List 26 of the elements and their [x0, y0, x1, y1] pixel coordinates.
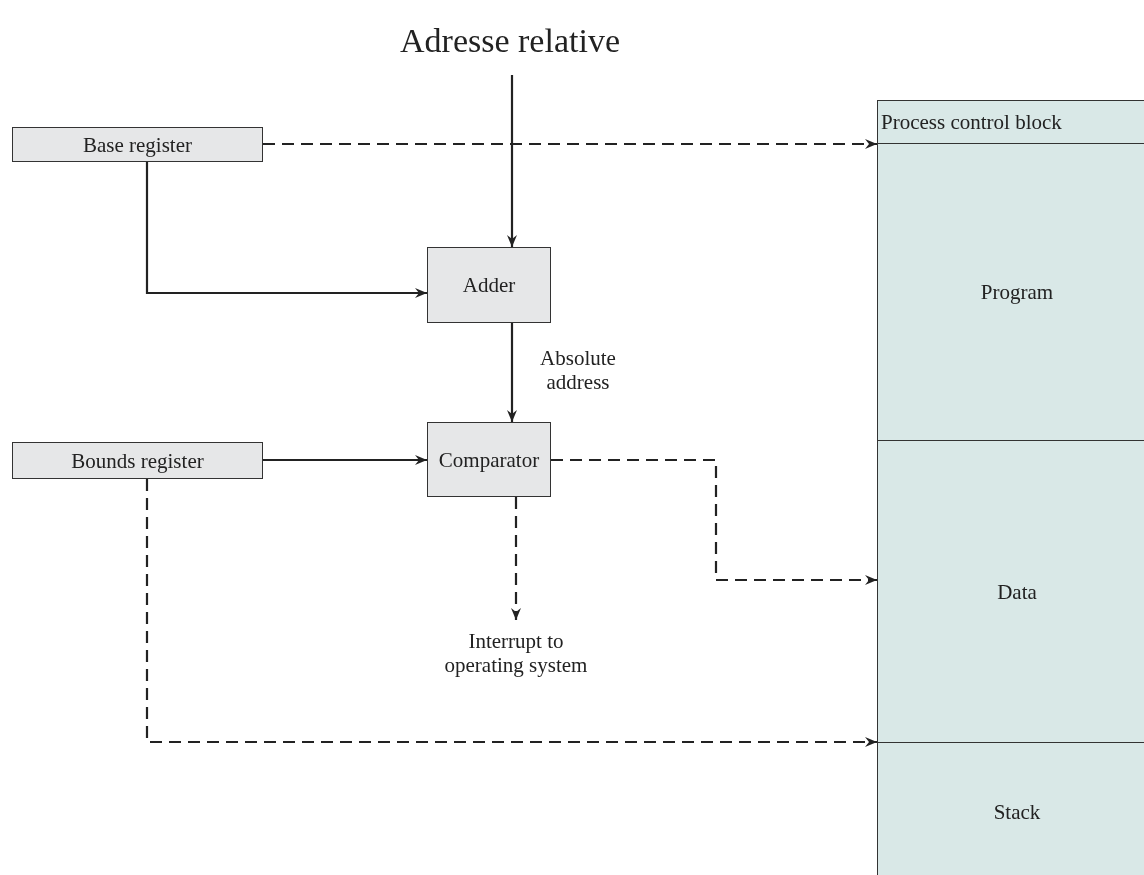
- node-text: Stack: [993, 800, 1041, 824]
- node-text: Adder: [462, 273, 516, 297]
- node-text: Data: [997, 579, 1037, 604]
- memory-section: [877, 440, 1144, 743]
- adder-box: [427, 247, 551, 323]
- input-label: Adresse relative: [400, 20, 620, 60]
- arrow: [511, 497, 521, 620]
- arrow: [263, 139, 877, 149]
- arrow: [507, 75, 517, 247]
- output-label: Interrupt to operating system: [443, 629, 589, 677]
- node-text: Process control block: [881, 110, 1062, 134]
- memory-section: [877, 100, 1144, 144]
- node-text: Comparator: [438, 447, 540, 472]
- node-text: Bounds register: [71, 448, 204, 473]
- arrow: [145, 479, 877, 747]
- node-text: Program: [980, 280, 1054, 304]
- node-text: Base register: [82, 132, 192, 157]
- register-box: [12, 442, 263, 479]
- arrow: [507, 323, 517, 422]
- register-box: [12, 127, 263, 162]
- memory-section: [877, 742, 1144, 875]
- comparator-box: [427, 422, 551, 497]
- arrow: [145, 162, 427, 298]
- memory-section: [877, 143, 1144, 441]
- arrow: [263, 455, 427, 465]
- arrow: [551, 458, 877, 585]
